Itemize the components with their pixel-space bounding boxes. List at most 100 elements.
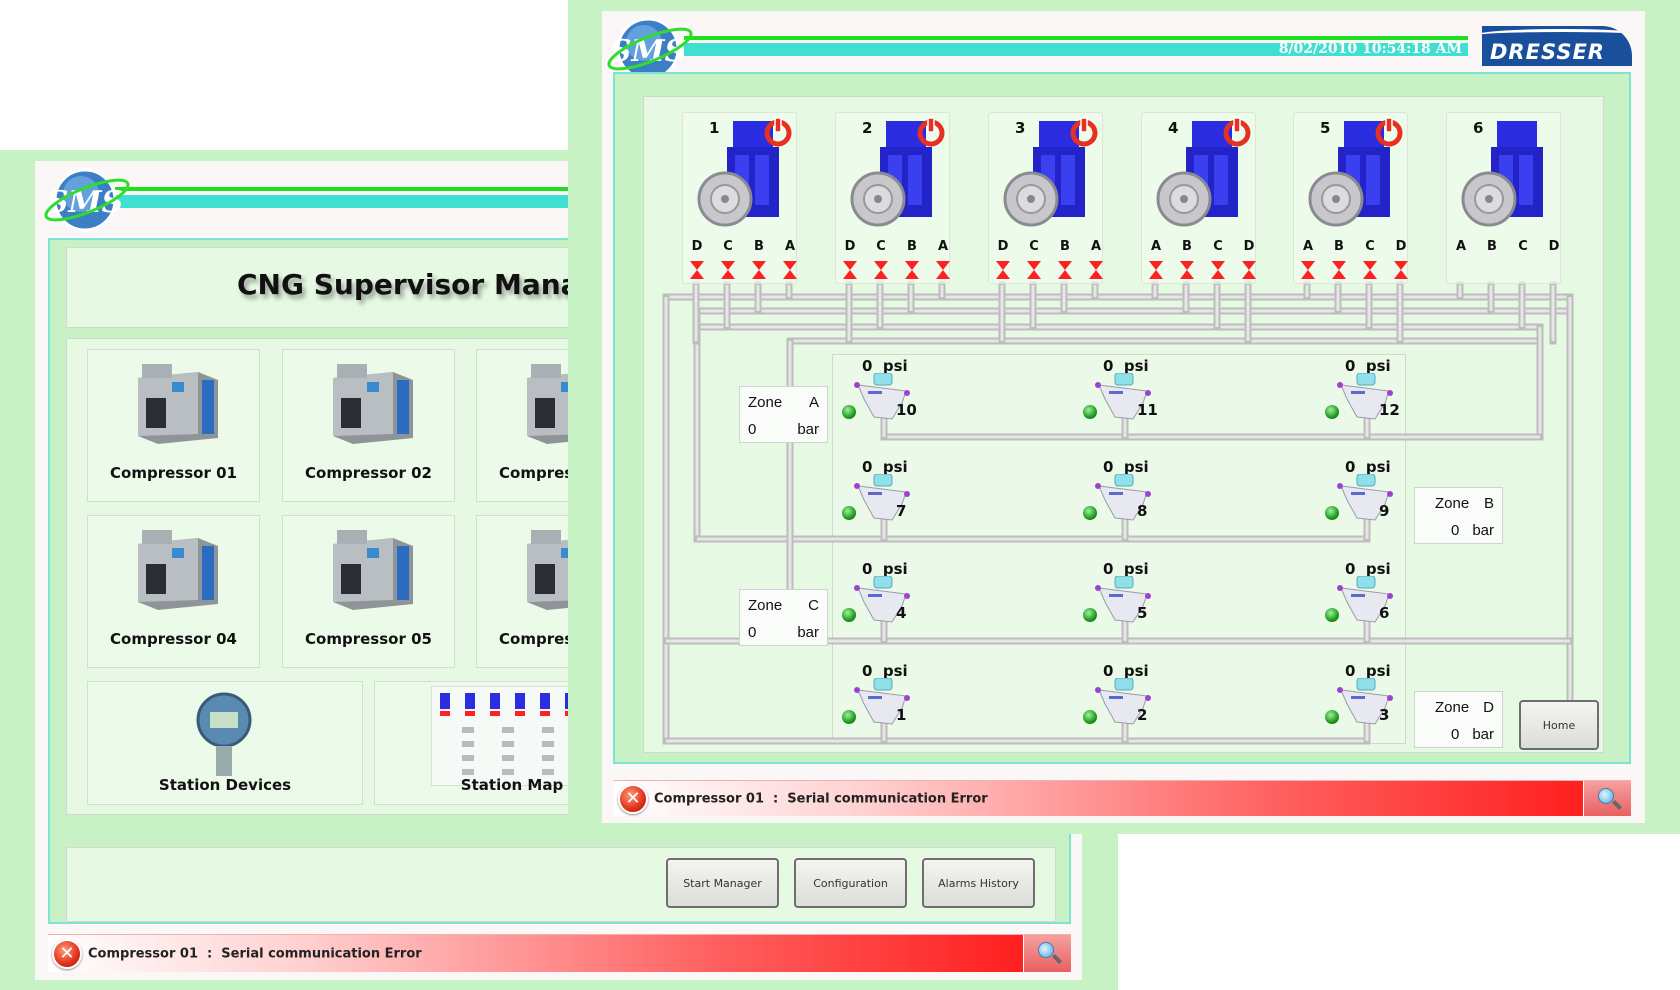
compressor-label: Compressor 02 [305, 464, 432, 482]
compressor-card[interactable]: Compressor 01 [87, 349, 260, 502]
zone-label: Zone [1435, 699, 1470, 716]
alarm-details-button[interactable] [1583, 781, 1631, 816]
power-button-icon[interactable] [1069, 117, 1099, 147]
dispenser-number: 11 [1137, 401, 1158, 419]
valve-icon[interactable] [1211, 261, 1225, 279]
pressure-reading: 0 psi [1345, 560, 1391, 578]
flow-meter-icon [1093, 677, 1153, 732]
compressor-number: 5 [1320, 119, 1331, 137]
valve-icon[interactable] [1242, 261, 1256, 279]
flow-meter-icon [1335, 575, 1395, 630]
valve-icon[interactable] [1027, 261, 1041, 279]
power-button-icon[interactable] [1374, 117, 1404, 147]
valve-icon[interactable] [721, 261, 735, 279]
power-button-icon[interactable] [916, 117, 946, 147]
station-devices-card[interactable]: Station Devices [87, 681, 363, 805]
valve-icon[interactable] [996, 261, 1010, 279]
configuration-button[interactable]: Configuration [794, 858, 907, 908]
compressor-number: 4 [1168, 119, 1179, 137]
dispenser-4[interactable]: 0 psi 4 [834, 560, 944, 640]
valve-icon[interactable] [874, 261, 888, 279]
start-manager-button[interactable]: Start Manager [666, 858, 779, 908]
compressor-card[interactable]: Compressor 02 [282, 349, 455, 502]
valve-icon[interactable] [690, 261, 704, 279]
port-label: A [937, 239, 949, 254]
port-label: D [1395, 239, 1407, 254]
compressor-number: 6 [1473, 119, 1484, 137]
zone-unit: bar [1472, 522, 1494, 539]
valve-icon[interactable] [752, 261, 766, 279]
dispenser-number: 9 [1379, 502, 1390, 520]
zone-value: 0 [1451, 522, 1460, 539]
valve-icon[interactable] [1180, 261, 1194, 279]
alarms-history-button[interactable]: Alarms History [922, 858, 1035, 908]
valve-icon[interactable] [1149, 261, 1163, 279]
station-map-thumbnail [431, 686, 591, 786]
alarm-message: Compressor 01 : Serial communication Err… [88, 946, 422, 961]
valve-icon[interactable] [783, 261, 797, 279]
compressor-card[interactable]: Compressor 05 [282, 515, 455, 668]
flow-meter-icon [1335, 372, 1395, 427]
port-label: C [1029, 239, 1039, 254]
port-label: C [1518, 239, 1528, 254]
valve-icon[interactable] [1301, 261, 1315, 279]
status-led-icon [1325, 608, 1339, 622]
valve-icon[interactable] [843, 261, 857, 279]
status-led-icon [1325, 405, 1339, 419]
valve-icon[interactable] [905, 261, 919, 279]
flow-meter-icon [852, 677, 912, 732]
zone-unit: bar [1472, 726, 1494, 743]
dispenser-number: 12 [1379, 401, 1400, 419]
valve-icon[interactable] [936, 261, 950, 279]
zone-id: D [1483, 699, 1494, 716]
station-map-card[interactable]: Station Map [374, 681, 650, 805]
flow-meter-icon [852, 372, 912, 427]
valve-icon[interactable] [1089, 261, 1103, 279]
compressor-number: 1 [709, 119, 720, 137]
status-led-icon [842, 405, 856, 419]
magnifier-icon [1598, 788, 1614, 804]
zone-label: Zone [1435, 495, 1470, 512]
dispenser-9[interactable]: 0 psi 9 [1317, 458, 1427, 538]
valve-icon[interactable] [1332, 261, 1346, 279]
power-button-icon[interactable] [763, 117, 793, 147]
dispenser-number: 4 [896, 604, 907, 622]
status-led-icon [1325, 710, 1339, 724]
zone-value: 0 [748, 421, 757, 438]
port-label: A [1302, 239, 1314, 254]
valve-icon[interactable] [1394, 261, 1408, 279]
pressure-reading: 0 psi [1345, 458, 1391, 476]
port-label: D [1243, 239, 1255, 254]
compressor-card[interactable]: Compressor 04 [87, 515, 260, 668]
zone-id: A [808, 394, 819, 411]
alarm-details-button[interactable] [1023, 935, 1071, 972]
power-button-icon[interactable] [1222, 117, 1252, 147]
valve-icon[interactable] [1058, 261, 1072, 279]
zone-unit: bar [797, 624, 819, 641]
status-led-icon [842, 608, 856, 622]
pressure-reading: 0 psi [862, 560, 908, 578]
page-title: CNG Supervisor Manager [237, 268, 633, 301]
port-label: C [1365, 239, 1375, 254]
home-button[interactable]: Home [1519, 700, 1599, 750]
compressor-image [313, 358, 423, 446]
flow-meter-icon [1093, 575, 1153, 630]
valve-icon[interactable] [1363, 261, 1377, 279]
zone-value: 0 [1451, 726, 1460, 743]
